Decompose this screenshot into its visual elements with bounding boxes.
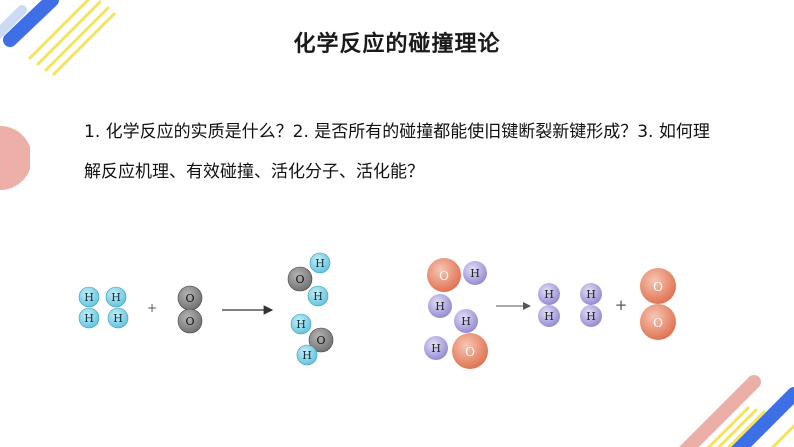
water-molecule: H H O xyxy=(424,309,488,369)
svg-text:H: H xyxy=(586,310,596,323)
svg-text:H: H xyxy=(302,349,312,362)
svg-text:H: H xyxy=(470,267,480,280)
svg-text:H: H xyxy=(84,291,94,304)
hydrogen-molecule: H H xyxy=(580,283,602,327)
hydrogen-molecule: H H xyxy=(78,286,100,329)
hydrogen-molecule: H H xyxy=(105,286,129,329)
svg-text:H: H xyxy=(113,312,123,325)
svg-text:H: H xyxy=(544,288,554,301)
plus-sign: + xyxy=(147,301,157,315)
diagram-water-decomposition: O H H H H O H H H H + xyxy=(424,258,676,369)
svg-text:O: O xyxy=(185,315,194,328)
svg-text:H: H xyxy=(84,312,94,325)
question-text: 1. 化学反应的实质是什么？2. 是否所有的碰撞都能使旧键断裂新键形成？3. 如… xyxy=(84,122,710,182)
svg-text:O: O xyxy=(295,273,304,286)
svg-text:O: O xyxy=(185,292,194,305)
svg-text:H: H xyxy=(586,288,596,301)
svg-text:H: H xyxy=(461,315,471,328)
svg-text:H: H xyxy=(544,310,554,323)
svg-text:O: O xyxy=(465,345,475,359)
svg-text:O: O xyxy=(439,269,449,283)
svg-text:H: H xyxy=(296,318,306,331)
slide-title: 化学反应的碰撞理论 xyxy=(293,32,501,57)
svg-text:O: O xyxy=(653,280,663,294)
hydrogen-molecule: H H xyxy=(538,283,560,327)
oxygen-molecule: O O xyxy=(177,285,203,334)
side-decoration-left xyxy=(0,126,30,190)
svg-text:H: H xyxy=(111,291,121,304)
water-molecule: O H H xyxy=(427,258,487,318)
oxygen-molecule: O O xyxy=(640,268,676,340)
svg-text:H: H xyxy=(315,257,325,270)
corner-decoration-top-left xyxy=(0,0,116,76)
corner-decoration-bottom-right xyxy=(679,375,794,447)
water-molecule: O H H xyxy=(287,252,331,307)
water-molecule: H O H xyxy=(290,313,334,366)
svg-text:O: O xyxy=(316,334,325,347)
svg-text:H: H xyxy=(431,342,441,355)
plus-sign: + xyxy=(615,296,628,314)
diagram-hydrogen-oxygen-gray: H H H H + O O O H H xyxy=(78,252,334,366)
svg-text:H: H xyxy=(435,300,445,313)
svg-text:O: O xyxy=(653,316,663,330)
svg-text:H: H xyxy=(313,290,323,303)
